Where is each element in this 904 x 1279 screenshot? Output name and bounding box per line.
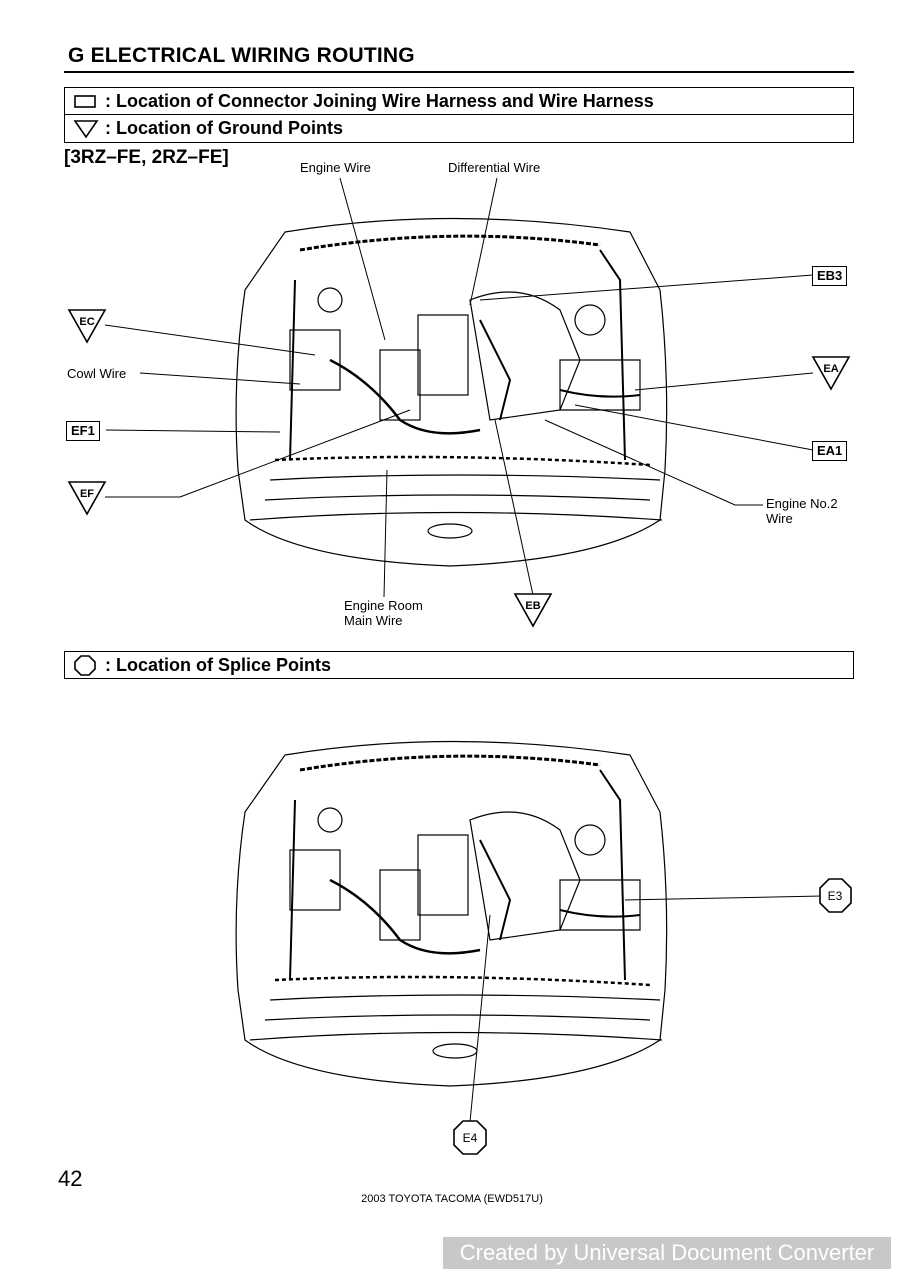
title-rule [64, 71, 854, 73]
label-engine-room-main-wire-2: Main Wire [344, 613, 403, 628]
ground-ea-icon [811, 356, 851, 391]
label-engine-no2-wire-2: Wire [766, 511, 793, 526]
ground-ec-icon [67, 309, 107, 344]
ground-eb-label: EB [525, 600, 540, 612]
connector-ef1-tag: EF1 [66, 421, 100, 441]
label-cowl-wire: Cowl Wire [67, 366, 127, 381]
page-number: 42 [58, 1166, 83, 1191]
label-engine-room-main-wire-1: Engine Room [344, 598, 423, 613]
splice-e4-label: E4 [463, 1131, 478, 1145]
engine-bay-illustration-2 [235, 740, 668, 1087]
watermark-banner: Created by Universal Document Converter [443, 1237, 891, 1269]
ground-markers [67, 309, 851, 628]
legend-box: : Location of Connector Joining Wire Har… [64, 87, 854, 143]
legend-splice-text: : Location of Splice Points [105, 654, 332, 675]
legend-ground-text: : Location of Ground Points [105, 117, 343, 138]
page-title: G ELECTRICAL WIRING ROUTING [68, 44, 415, 67]
engine-variant-heading: [3RZ–FE, 2RZ–FE] [64, 147, 229, 168]
ground-ea-label: EA [823, 363, 838, 375]
connector-rectangle-icon [74, 95, 96, 108]
label-engine-no2-wire-1: Engine No.2 [766, 496, 838, 511]
legend-connector-text: : Location of Connector Joining Wire Har… [105, 90, 654, 111]
leader-lines-1 [104, 177, 823, 1123]
connector-eb3-tag: EB3 [812, 266, 848, 286]
connector-ea1-tag: EA1 [812, 441, 848, 461]
splice-markers [453, 878, 852, 1155]
document-footer: 2003 TOYOTA TACOMA (EWD517U) [361, 1193, 543, 1205]
legend-connector-row: : Location of Connector Joining Wire Har… [65, 88, 853, 115]
label-engine-wire: Engine Wire [300, 160, 371, 175]
splice-e3-label: E3 [828, 889, 843, 903]
splice-e3-icon [819, 878, 852, 913]
ground-eb-icon [513, 593, 553, 628]
legend-ground-row: : Location of Ground Points [65, 115, 853, 141]
ground-ec-label: EC [79, 316, 94, 328]
splice-e4-icon [453, 1120, 487, 1155]
engine-bay-illustration-1 [235, 217, 668, 567]
label-differential-wire: Differential Wire [448, 160, 541, 175]
ground-triangle-icon [73, 120, 99, 138]
splice-octagon-icon [74, 655, 96, 676]
ground-ef-icon [67, 481, 107, 516]
legend-splice-row: : Location of Splice Points [64, 651, 854, 679]
ground-ef-label: EF [80, 488, 94, 500]
